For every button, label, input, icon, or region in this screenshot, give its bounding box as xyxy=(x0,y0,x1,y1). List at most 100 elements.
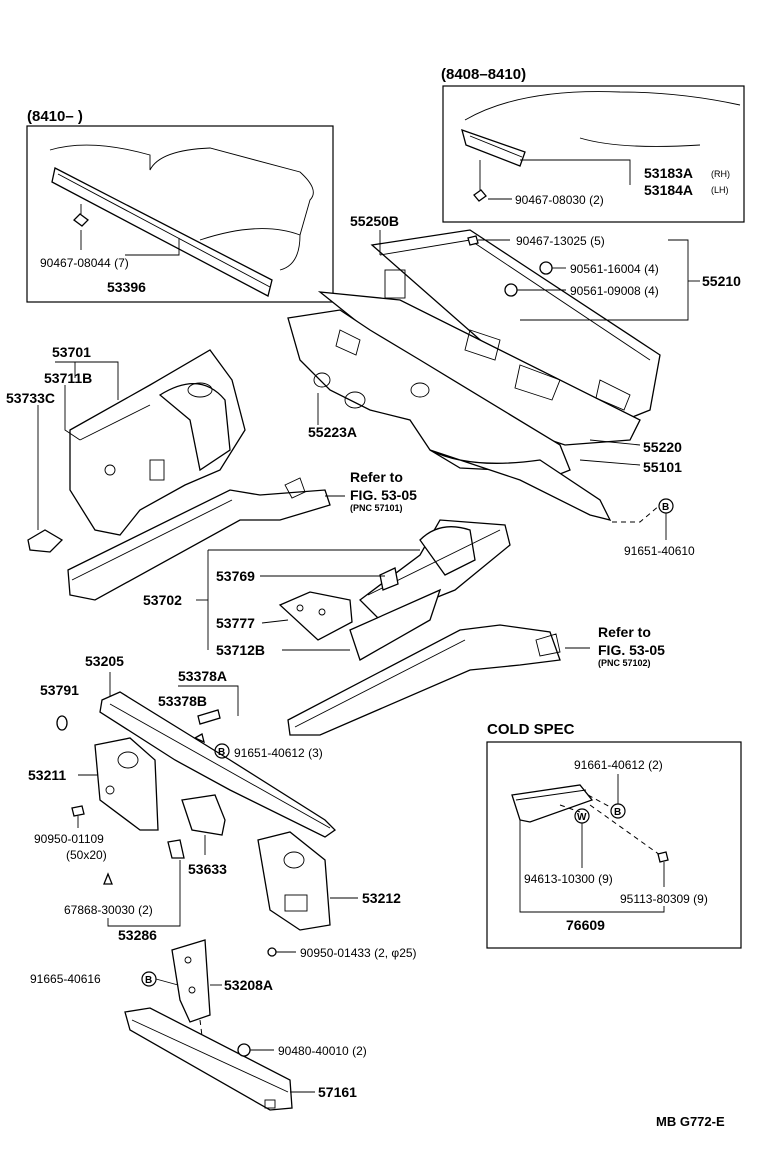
label-53184a: 53184A xyxy=(644,182,693,198)
bracket-hole xyxy=(318,608,326,616)
header-panel-ridge xyxy=(469,135,523,158)
side-member-ridge xyxy=(294,639,466,728)
label-94613-10300: 94613-10300 (9) xyxy=(524,872,613,886)
nut-icon xyxy=(539,261,553,275)
leader-55101 xyxy=(579,459,641,466)
header-panel-ridge xyxy=(57,173,271,288)
bracket-53701 xyxy=(55,361,119,400)
dash-leader-94613 xyxy=(559,804,581,813)
cross-member-hole xyxy=(264,1099,276,1109)
dash-panel-assembly: 90467-13025 (5) 90561-16004 (4) 90561-09… xyxy=(287,213,741,558)
b-circle-icon xyxy=(214,743,230,759)
dash-insulator-55101 xyxy=(429,449,612,521)
grommet-53791 xyxy=(56,715,68,731)
label-90561-16004: 90561-16004 (4) xyxy=(570,262,659,276)
roof-outline-curve xyxy=(199,228,301,241)
label-53183a: 53183A xyxy=(644,165,693,181)
side-member-bracket xyxy=(284,477,306,499)
bracket-hole xyxy=(296,604,304,612)
label-53286: 53286 xyxy=(118,927,157,943)
leader-91665-40616 xyxy=(155,978,179,986)
label-refer-to-1: Refer to xyxy=(350,469,403,485)
side-member-ridge xyxy=(71,499,233,581)
label-91661-40612: 91661-40612 (2) xyxy=(574,758,663,772)
label-rh: (RH) xyxy=(711,169,730,179)
label-pnc-2: (PNC 57102) xyxy=(598,658,651,668)
label-53208a: 53208A xyxy=(224,977,273,993)
label-91651-40610: 91651-40610 xyxy=(624,544,695,558)
nut-icon xyxy=(237,1043,251,1057)
footer-code: MB G772-E xyxy=(656,1114,725,1129)
clip-icon xyxy=(467,235,479,246)
cold-spec-border xyxy=(486,741,742,949)
strut-hole xyxy=(187,382,213,398)
side-member-lower xyxy=(287,624,561,736)
front-side-member-57101: Refer to FIG. 53-05 (PNC 57101) xyxy=(67,469,417,601)
bracket-76609-leader xyxy=(519,820,665,913)
panel-hole xyxy=(344,391,366,409)
nut-icon xyxy=(504,283,518,297)
bracket-55210 xyxy=(520,239,689,321)
label-53378b: 53378B xyxy=(158,693,207,709)
label-range-8408-8410: (8408–8410) xyxy=(441,66,526,83)
reinforcement-53712b xyxy=(349,588,442,661)
label-fig-2: FIG. 53-05 xyxy=(598,642,665,658)
apron-hole xyxy=(104,464,116,476)
label-refer-to-2: Refer to xyxy=(598,624,651,640)
label-90467-08044: 90467-08044 (7) xyxy=(40,256,129,270)
label-91651-40612: 91651-40612 (3) xyxy=(234,746,323,760)
leader-53396 xyxy=(125,238,180,256)
clip-icon xyxy=(193,733,205,744)
bracket-53286-leader xyxy=(107,860,181,927)
label-53777: 53777 xyxy=(216,615,255,631)
panel-cutout xyxy=(384,269,406,299)
label-53205: 53205 xyxy=(85,653,124,669)
leader-91651-40610 xyxy=(612,504,661,523)
label-range-8410: (8410– ) xyxy=(27,108,83,125)
roof-outline xyxy=(464,91,741,121)
inset-box-8410: (8410– ) 90467-08044 (7) 53396 xyxy=(26,108,334,303)
header-panel-53396 xyxy=(51,167,273,297)
panel-hole xyxy=(313,372,331,388)
inset-box-8408-8410: (8408–8410) 90467-08030 (2) 53183A (RH) … xyxy=(441,66,745,223)
label-57161: 57161 xyxy=(318,1084,357,1100)
plug-icon xyxy=(267,947,277,957)
b-circle-letter: B xyxy=(218,747,225,758)
label-53633: 53633 xyxy=(188,861,227,877)
label-53791: 53791 xyxy=(40,682,79,698)
label-53378a: 53378A xyxy=(178,668,227,684)
side-member-end xyxy=(535,633,561,657)
roof-outline xyxy=(49,144,314,271)
label-53712b: 53712B xyxy=(216,642,265,658)
label-53733c: 53733C xyxy=(6,390,55,406)
leader-53711b xyxy=(64,385,81,441)
label-90950-01433: 90950-01433 (2, φ25) xyxy=(300,946,417,960)
label-91665-40616: 91665-40616 xyxy=(30,972,101,986)
label-pnc-1: (PNC 57101) xyxy=(350,503,403,513)
label-fig-1: FIG. 53-05 xyxy=(350,487,417,503)
side-member-upper xyxy=(67,489,331,601)
label-cold-spec: COLD SPEC xyxy=(487,721,575,738)
bracket-53633 xyxy=(181,794,226,836)
panel-hole xyxy=(105,785,115,795)
front-apron-53701: 53701 53711B 53733C xyxy=(6,344,246,553)
clip-icon xyxy=(473,189,487,202)
panel-hole xyxy=(410,382,430,398)
apron-ridge xyxy=(79,404,151,441)
label-55220: 55220 xyxy=(643,439,682,455)
panel-hole xyxy=(117,751,139,769)
front-apron-53702: 53702 53769 53777 53712B xyxy=(143,519,511,661)
cross-member-ridge xyxy=(131,1019,289,1093)
panel-cutout xyxy=(335,329,361,356)
label-55223a: 55223A xyxy=(308,424,357,440)
label-53211: 53211 xyxy=(28,767,66,783)
cold-spec-box: COLD SPEC B 91661-40612 (2) W 94613-1030… xyxy=(486,721,742,949)
dash-leader-91661 xyxy=(587,794,613,809)
label-50x20: (50x20) xyxy=(66,848,107,862)
w-circle-letter: W xyxy=(577,812,587,823)
label-90950-01109: 90950-01109 xyxy=(34,832,104,846)
label-90480-40010: 90480-40010 (2) xyxy=(278,1044,367,1058)
inset-box-border xyxy=(442,85,745,223)
label-90467-13025: 90467-13025 (5) xyxy=(516,234,605,248)
